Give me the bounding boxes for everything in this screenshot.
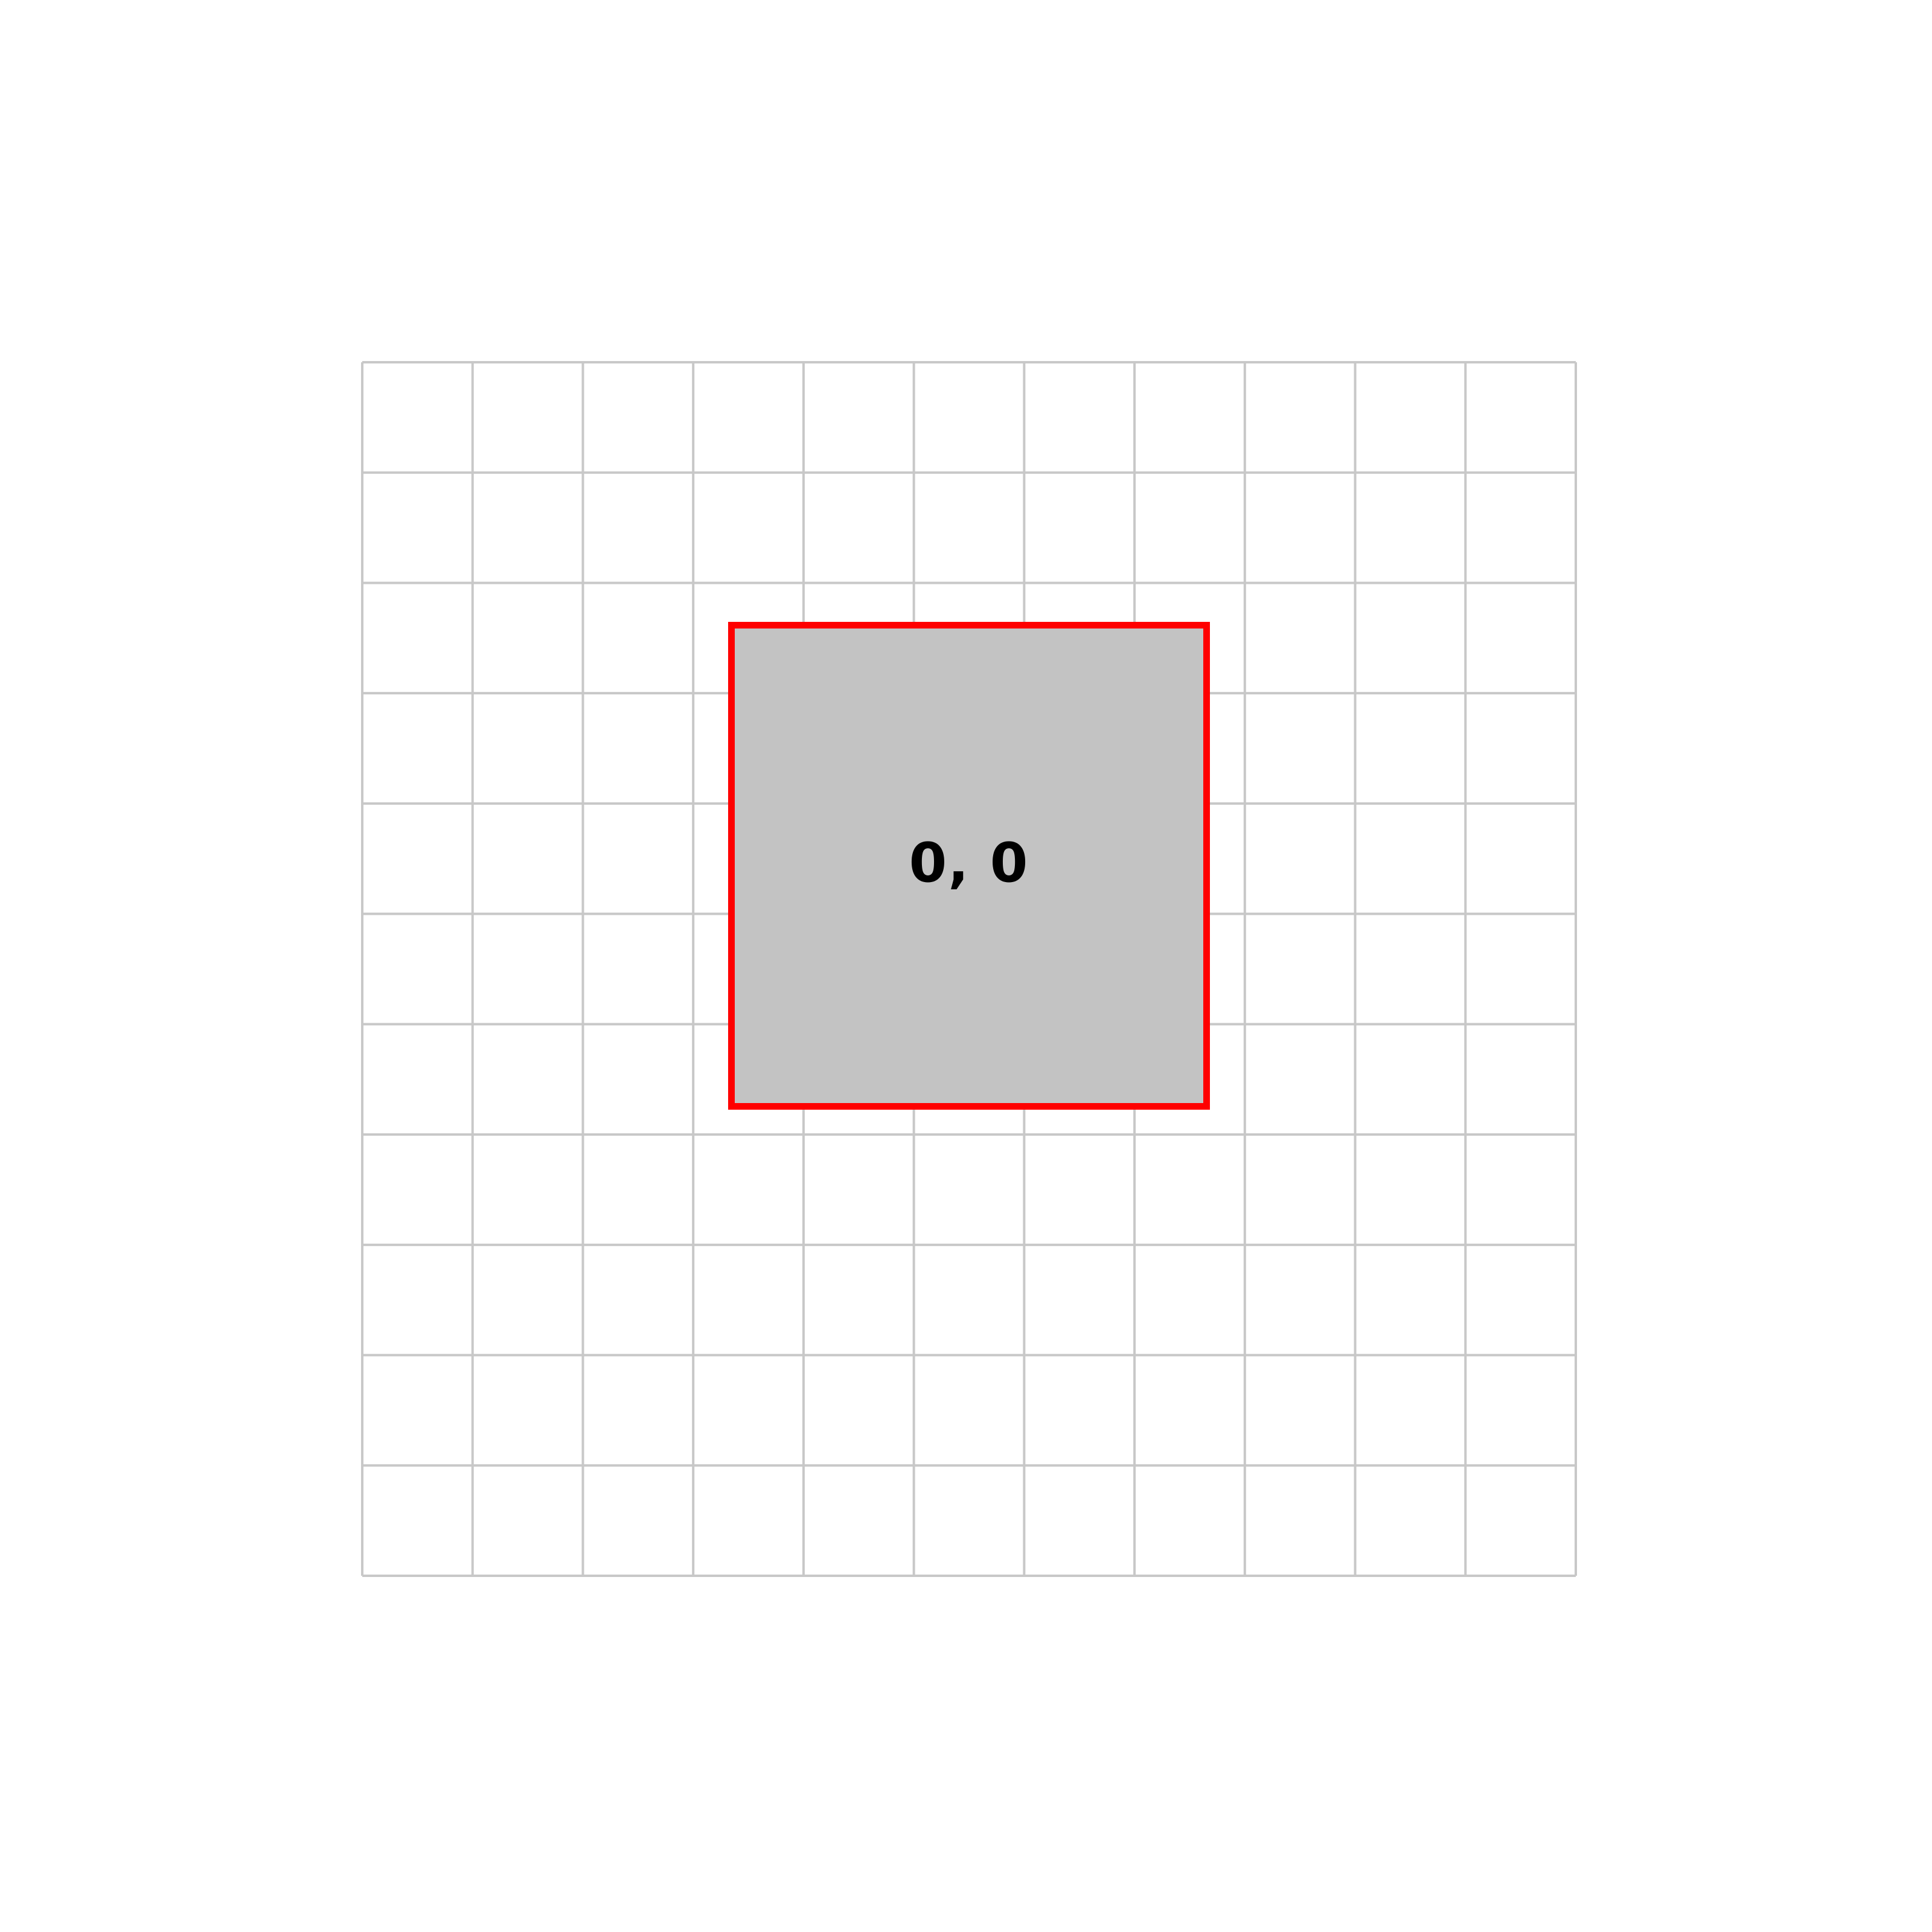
selected-cell[interactable]: 0, 0 [728,622,1210,1110]
grid: 0, 0 [361,361,1577,1577]
cell-coordinate-label: 0, 0 [909,831,1029,895]
